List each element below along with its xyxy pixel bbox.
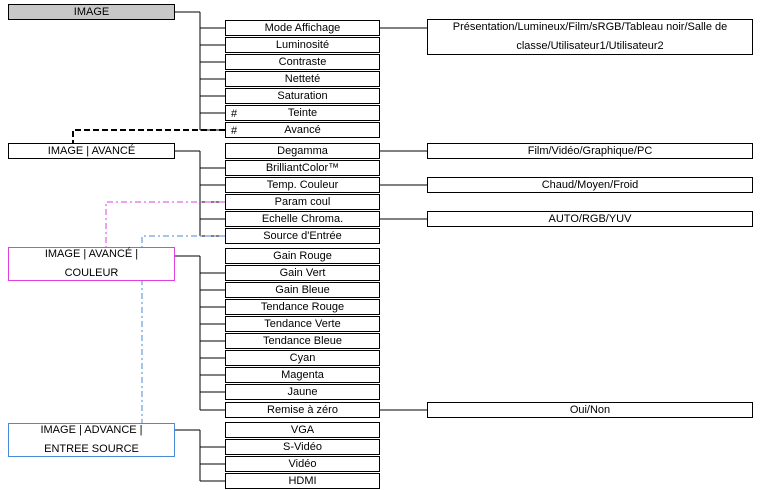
item-tendance-rouge: Tendance Rouge <box>225 299 380 315</box>
item-magenta: Magenta <box>225 367 380 383</box>
item-param-coul: Param coul <box>225 194 380 210</box>
menu-image-title: IMAGE <box>8 4 175 20</box>
item-gain-vert: Gain Vert <box>225 265 380 281</box>
item-gain-bleue: Gain Bleue <box>225 282 380 298</box>
item-luminosite: Luminosité <box>225 37 380 53</box>
options-temp-couleur: Chaud/Moyen/Froid <box>427 177 753 193</box>
item-jaune: Jaune <box>225 384 380 400</box>
item-nettete: Netteté <box>225 71 380 87</box>
item-tendance-bleue: Tendance Bleue <box>225 333 380 349</box>
item-vga: VGA <box>225 422 380 438</box>
hash-mark: # <box>231 125 238 137</box>
menu-couleur-title: IMAGE | AVANCÉ | COULEUR <box>8 247 175 281</box>
item-temp-couleur: Temp. Couleur <box>225 177 380 193</box>
options-remise: Oui/Non <box>427 402 753 418</box>
item-saturation: Saturation <box>225 88 380 104</box>
item-avance-label: Avancé <box>284 124 321 136</box>
item-source-entree: Source d'Entrée <box>225 228 380 244</box>
item-teinte: # Teinte <box>225 105 380 121</box>
item-avance: # Avancé <box>225 122 380 138</box>
item-s-video: S-Vidéo <box>225 439 380 455</box>
item-cyan: Cyan <box>225 350 380 366</box>
item-tendance-verte: Tendance Verte <box>225 316 380 332</box>
item-echelle-chroma: Echelle Chroma. <box>225 211 380 227</box>
menu-source-title: IMAGE | ADVANCE | ENTREE SOURCE <box>8 423 175 457</box>
item-degamma: Degamma <box>225 143 380 159</box>
options-echelle-chroma: AUTO/RGB/YUV <box>427 211 753 227</box>
item-remise-a-zero: Remise à zéro <box>225 402 380 418</box>
item-teinte-label: Teinte <box>287 107 318 119</box>
options-mode-affichage: Présentation/Lumineux/Film/sRGB/Tableau … <box>427 19 753 55</box>
item-contraste: Contraste <box>225 54 380 70</box>
item-mode-affichage: Mode Affichage <box>225 20 380 36</box>
item-gain-rouge: Gain Rouge <box>225 248 380 264</box>
hash-mark: # <box>231 108 238 120</box>
item-hdmi: HDMI <box>225 473 380 489</box>
menu-avance-title: IMAGE | AVANCÉ <box>8 143 175 159</box>
item-brilliantcolor: BrilliantColor™ <box>225 160 380 176</box>
options-degamma: Film/Vidéo/Graphique/PC <box>427 143 753 159</box>
item-video: Vidéo <box>225 456 380 472</box>
